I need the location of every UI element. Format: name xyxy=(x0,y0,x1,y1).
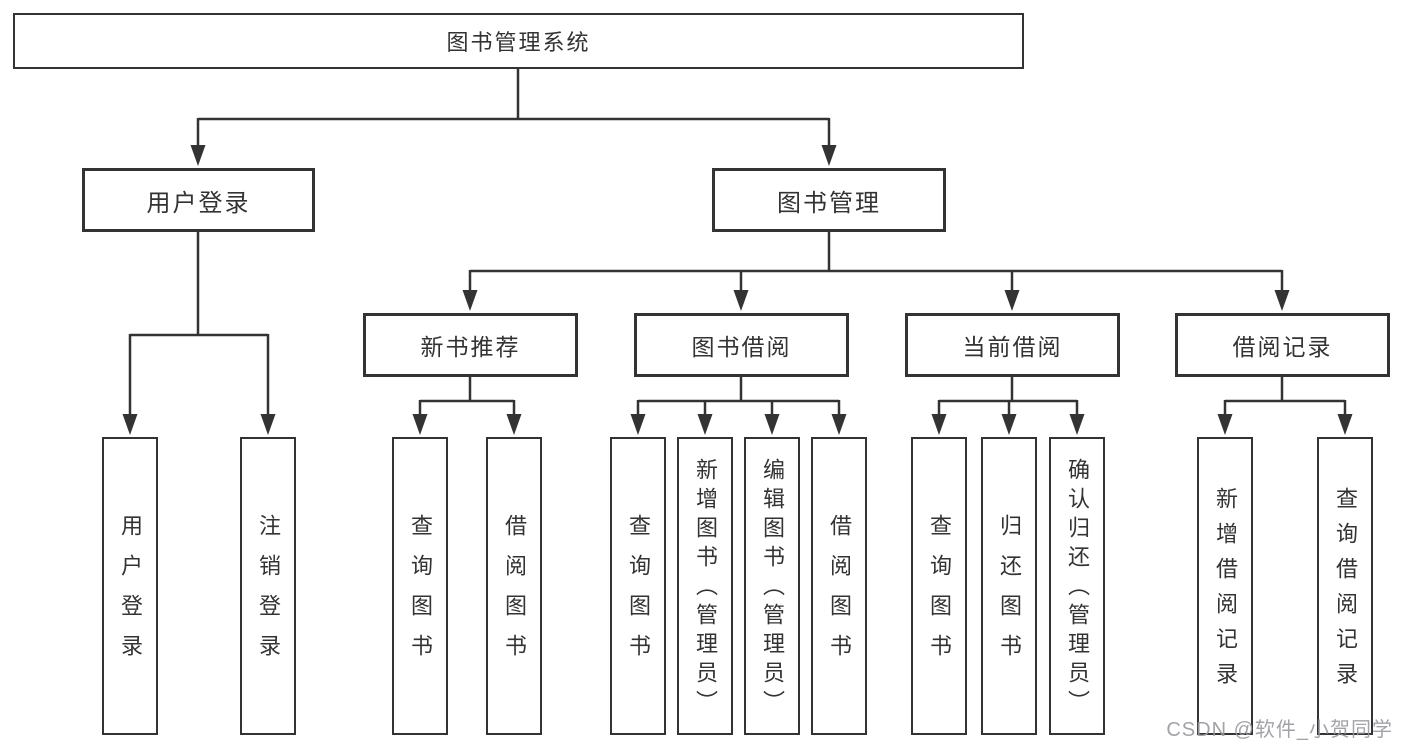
leaf-logout: 注销登录 xyxy=(240,437,296,735)
node-label: 确认归还（管理员） xyxy=(1065,458,1090,719)
node-label: 图书管理系统 xyxy=(446,30,591,55)
leaf-query-borrow-record: 查询借阅记录 xyxy=(1317,437,1373,735)
connector-current-borrow-to-leaves xyxy=(931,377,1085,435)
node-label: 新书推荐 xyxy=(420,334,521,360)
node-book-management: 图书管理 xyxy=(712,168,946,232)
leaf-return-books: 归还图书 xyxy=(981,437,1037,735)
leaf-borrow-books: 借阅图书 xyxy=(811,437,867,735)
node-book-borrow: 图书借阅 xyxy=(634,313,849,377)
connector-new-book-to-leaves xyxy=(412,377,522,435)
connector-borrow-record-to-leaves xyxy=(1217,377,1353,435)
node-label: 编辑图书（管理员） xyxy=(760,458,785,719)
node-label: 图书管理 xyxy=(777,189,881,217)
node-label: 借阅图书 xyxy=(502,514,527,674)
connector-book-mgmt-to-level3 xyxy=(462,232,1290,311)
node-label: 借阅图书 xyxy=(827,514,852,674)
leaf-query-books-current: 查询图书 xyxy=(911,437,967,735)
node-label: 查询图书 xyxy=(408,514,433,674)
node-current-borrow: 当前借阅 xyxy=(905,313,1120,377)
leaf-add-borrow-record: 新增借阅记录 xyxy=(1197,437,1253,735)
leaf-confirm-return-admin: 确认归还（管理员） xyxy=(1049,437,1105,735)
leaf-add-books-admin: 新增图书（管理员） xyxy=(677,437,733,735)
leaf-user-login: 用户登录 xyxy=(102,437,158,735)
node-label: 新增借阅记录 xyxy=(1213,486,1238,697)
leaf-query-books-recommend: 查询图书 xyxy=(392,437,448,735)
node-label: 用户登录 xyxy=(146,189,251,217)
node-label: 新增图书（管理员） xyxy=(693,458,718,719)
node-borrow-record: 借阅记录 xyxy=(1175,313,1390,377)
node-label: 归还图书 xyxy=(997,514,1022,674)
node-label: 注销登录 xyxy=(256,514,281,674)
node-label: 借阅记录 xyxy=(1232,334,1333,360)
connector-user-login-to-leaves xyxy=(122,232,276,435)
leaf-edit-books-admin: 编辑图书（管理员） xyxy=(744,437,800,735)
node-user-login: 用户登录 xyxy=(82,168,315,232)
connector-root-to-level2 xyxy=(190,69,837,166)
connector-book-borrow-to-leaves xyxy=(630,377,847,435)
node-new-book-recommend: 新书推荐 xyxy=(363,313,578,377)
node-label: 图书借阅 xyxy=(691,334,792,360)
node-label: 用户登录 xyxy=(118,514,143,674)
leaf-query-books-borrow: 查询图书 xyxy=(610,437,666,735)
leaf-borrow-books-recommend: 借阅图书 xyxy=(486,437,542,735)
node-label: 查询借阅记录 xyxy=(1333,486,1358,697)
node-label: 当前借阅 xyxy=(962,334,1063,360)
node-label: 查询图书 xyxy=(626,514,651,674)
node-library-management-system: 图书管理系统 xyxy=(13,13,1024,69)
node-label: 查询图书 xyxy=(927,514,952,674)
csdn-watermark: CSDN @软件_小贺同学 xyxy=(1166,719,1393,741)
